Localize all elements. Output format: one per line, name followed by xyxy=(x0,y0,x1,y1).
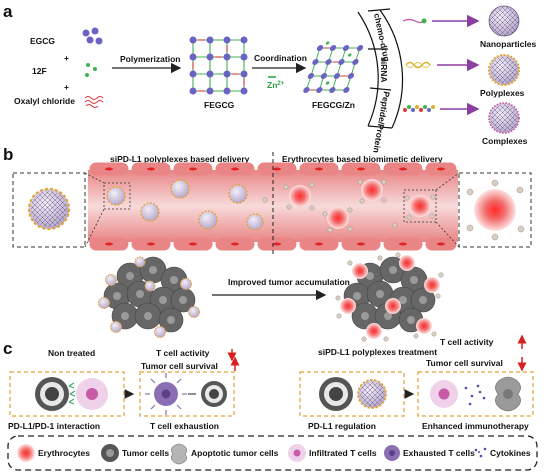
plus-sign: + xyxy=(64,82,69,92)
legend-item-infiltrated: Infiltrated T cells xyxy=(288,444,377,462)
tumor-cell-icon xyxy=(101,444,119,462)
fegcg-zn-lattice-icon xyxy=(303,41,364,93)
panel-label-b: b xyxy=(3,145,13,164)
step-coordination-label: Coordination xyxy=(254,53,307,63)
polyplex-icon xyxy=(488,54,520,86)
polyplex-decoration xyxy=(262,179,436,233)
12f-molecule-icon xyxy=(85,63,97,77)
sirna-icon xyxy=(405,61,431,69)
apoptotic-cell-icon xyxy=(170,443,188,465)
polyplex-icon xyxy=(27,187,71,231)
metric-t-cell-activity: T cell activity xyxy=(156,348,210,358)
metric-tumor-cell-survival-treated: Tumor cell survival xyxy=(426,358,503,368)
polyplex-icon xyxy=(106,179,264,231)
plus-sign: + xyxy=(64,53,69,63)
t-cell-exhaustion-box xyxy=(139,371,235,417)
pd-l1-receptor-icon xyxy=(68,382,76,405)
step-polymerization-label: Polymerization xyxy=(120,54,180,64)
legend-item-cytokines: Cytokines xyxy=(474,447,531,458)
output-complexes-label: Complexes xyxy=(482,136,528,146)
erythrocyte-icon xyxy=(17,444,35,462)
legend-item-apoptotic: Apoptotic tumor cells xyxy=(170,443,279,465)
legend-box xyxy=(7,435,538,471)
output-nanoparticles-label: Nanoparticles xyxy=(480,39,536,49)
cytokine-icon xyxy=(474,447,487,458)
zoom-box-right xyxy=(403,189,437,223)
erythrocyte-icon xyxy=(474,189,516,231)
non-treated-box xyxy=(9,371,125,417)
oxalyl-chloride-icon xyxy=(84,96,104,108)
metric-tumor-cell-survival: Tumor cell survival xyxy=(141,361,218,371)
chemo-drug-icon xyxy=(402,18,427,24)
tumor-cluster-left xyxy=(103,256,196,333)
reagent-12f-label: 12F xyxy=(32,66,47,76)
polyplex-decoration xyxy=(335,252,444,342)
zoom-line xyxy=(84,172,105,184)
legend-label: Tumor cells xyxy=(122,448,169,458)
right-delivery-title: Erythrocytes based biomimetic delivery xyxy=(282,154,443,164)
legend-label: Infiltrated T cells xyxy=(309,448,377,458)
right-zoom-inset xyxy=(458,172,532,248)
zinc-ion-label: Zn2+ xyxy=(267,80,285,90)
zoom-box-left xyxy=(103,182,131,210)
t-cell-exhaustion-caption: T cell exhaustion xyxy=(150,421,219,431)
infiltrated-t-cell-icon xyxy=(430,380,458,408)
polyplex-icon xyxy=(98,256,200,338)
panel-label-c: c xyxy=(3,339,12,358)
egcg-molecule-icon xyxy=(82,27,103,45)
tumor-cell-icon xyxy=(35,377,69,411)
output-polyplexes-label: Polyplexes xyxy=(480,88,525,98)
panel-label-a: a xyxy=(3,2,13,21)
cargo-chemo-drug-label: chemo-drug xyxy=(372,12,392,62)
polyplex-decoration xyxy=(466,179,525,241)
enhanced-immunotherapy-box xyxy=(417,371,534,417)
peptide-protein-icon xyxy=(403,105,435,112)
cargo-loading-band xyxy=(357,8,404,129)
legend-label: Exhausted T cells xyxy=(403,448,475,458)
legend-item-tumor-cells: Tumor cells xyxy=(101,444,169,462)
tumor-accumulation-caption: Improved tumor accumulation xyxy=(228,277,350,287)
legend-item-erythrocytes: Erythrocytes xyxy=(17,444,90,462)
t-cell-icon xyxy=(76,378,108,410)
cargo-peptide-protein-label: Peptide/Protein xyxy=(371,91,392,154)
infiltrated-t-cell-icon xyxy=(288,444,306,462)
complex-icon xyxy=(488,102,520,134)
exhausted-t-cell-icon xyxy=(384,445,400,461)
fegcg-lattice-icon xyxy=(189,36,248,95)
exhausted-t-cell-icon xyxy=(145,373,187,415)
zoom-line xyxy=(435,172,460,191)
enhanced-immunotherapy-caption: Enhanced immunotherapy xyxy=(422,421,529,431)
legend-item-exhausted: Exhausted T cells xyxy=(384,445,475,461)
reagent-oxalyl-label: Oxalyl chloride xyxy=(14,96,75,106)
cytokine-icon xyxy=(464,384,486,406)
left-delivery-title: siPD-L1 polyplexes based delivery xyxy=(110,154,250,164)
apoptotic-cell-icon xyxy=(495,376,521,412)
product-fegcg-label: FEGCG xyxy=(204,100,235,110)
cargo-sirna-label: siRNA xyxy=(379,57,389,83)
non-treated-title: Non treated xyxy=(48,348,95,358)
erythrocyte-icon xyxy=(340,255,440,339)
reagent-egcg-label: EGCG xyxy=(30,36,55,46)
legend-label: Apoptotic tumor cells xyxy=(191,448,279,458)
treatment-title: siPD-L1 polyplexes treatment xyxy=(318,347,437,357)
tumor-cell-icon xyxy=(201,381,227,407)
pd-l1-pd-1-caption: PD-L1/PD-1 interaction xyxy=(8,421,100,431)
product-fegcg-zn-label: FEGCG/Zn xyxy=(312,100,355,110)
pd-l1-regulation-caption: PD-L1 regulation xyxy=(308,421,376,431)
tumor-cell-icon xyxy=(319,377,353,411)
nanoparticle-icon xyxy=(488,5,520,37)
legend-label: Cytokines xyxy=(490,448,531,458)
zinc-symbol: Zn xyxy=(267,80,277,90)
zoom-line xyxy=(84,208,105,248)
legend-label: Erythrocytes xyxy=(38,448,90,458)
treatment-box xyxy=(299,371,405,417)
zinc-charge: 2+ xyxy=(277,81,284,87)
erythrocyte-icon xyxy=(289,179,431,229)
zoom-line xyxy=(435,221,460,248)
metric-t-cell-activity-treated: T cell activity xyxy=(440,337,494,347)
left-zoom-inset xyxy=(12,172,86,248)
polyplex-icon xyxy=(357,379,387,409)
